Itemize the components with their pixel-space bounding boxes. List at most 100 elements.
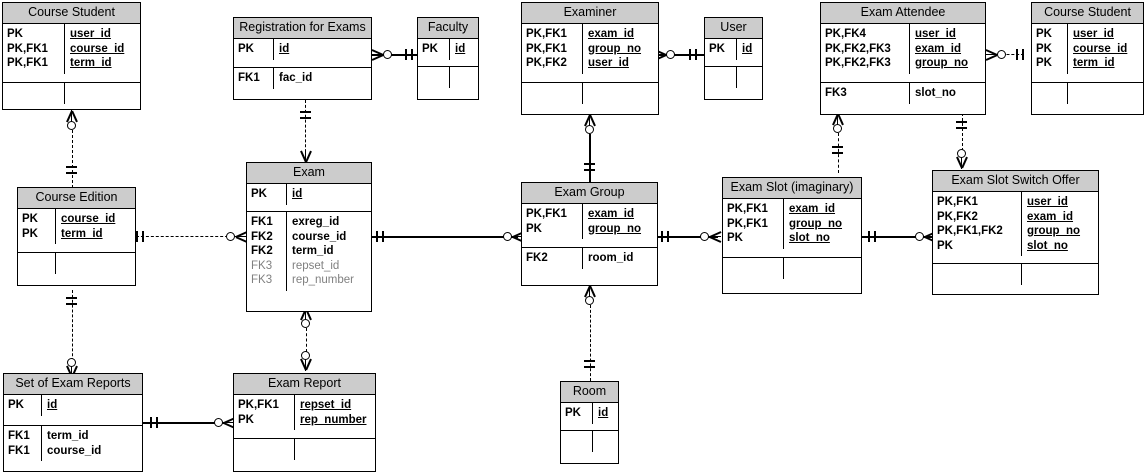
entity-exam-group[interactable]: Exam Group PK,FK1 PK exam_id group_no FK…	[521, 182, 658, 286]
optional-circle-exam-group-left	[503, 232, 512, 241]
link-registration-exam	[305, 100, 306, 162]
entity-exam-report[interactable]: Exam Report PK,FK1 PK repset_id rep_numb…	[233, 373, 376, 472]
optional-circle-exam-left	[226, 232, 235, 241]
key-column: PK,FK1 PK,FK1 PK,FK2	[522, 24, 583, 74]
key-column: FK1	[234, 68, 274, 89]
attribute-column	[737, 67, 762, 87]
entity-key-section: PK PK,FK1 PK,FK1 user_id course_id term_…	[3, 24, 140, 82]
attribute-cell: repset_id	[292, 259, 340, 272]
one-tick-course-edition-right-b	[142, 231, 144, 242]
one-tick-attendee-slot-a	[956, 121, 967, 123]
attribute-cell: exam_id	[789, 203, 836, 216]
entity-key-section: PK,FK1 PK,FK1 PK,FK2 exam_id group_no us…	[522, 24, 658, 82]
entity-title: Faculty	[418, 18, 478, 40]
entity-exam[interactable]: Exam PK id FK1 FK2 FK2 FK3 FK3 exreg_id …	[246, 162, 372, 312]
entity-nonkey-section: FK1 FK2 FK2 FK3 FK3 exreg_id course_id t…	[247, 211, 371, 308]
crowfoot-reports-top	[65, 365, 78, 378]
entity-title: Exam Group	[522, 183, 657, 205]
one-tick-attendee-slot-b	[956, 127, 967, 129]
key-cell: PK,FK1	[937, 196, 978, 209]
entity-course-student-right[interactable]: Course Student PK PK PK user_id course_i…	[1031, 2, 1144, 115]
entity-title: Exam Attendee	[821, 3, 985, 25]
link-course-edition-exam	[136, 236, 238, 237]
entity-empty-section	[933, 263, 1098, 291]
optional-circle-exam-group-bottom	[585, 296, 594, 305]
entity-title: Room	[561, 382, 618, 404]
key-column: PK	[247, 184, 287, 205]
key-column: PK PK,FK1 PK,FK1	[3, 24, 65, 74]
entity-title: Course Student	[3, 3, 140, 25]
key-column: PK	[705, 39, 737, 60]
key-cell: PK,FK1	[526, 208, 567, 221]
link-exam-exam-group	[372, 236, 518, 238]
attribute-cell: rep_number	[292, 274, 355, 287]
entity-room[interactable]: Room PK id	[560, 381, 619, 464]
key-column	[18, 253, 56, 274]
entity-examiner[interactable]: Examiner PK,FK1 PK,FK1 PK,FK2 exam_id gr…	[521, 2, 659, 115]
key-cell: PK	[1036, 57, 1052, 70]
one-tick-room-top-b	[584, 366, 595, 368]
entity-set-of-exam-reports[interactable]: Set of Exam Reports PK id FK1 FK1 term_i…	[3, 373, 143, 472]
attribute-cell: id	[742, 43, 753, 56]
optional-circle-switch-offer-top	[957, 149, 966, 158]
key-cell: PK,FK1	[526, 28, 567, 41]
key-cell: PK,FK1	[7, 42, 48, 55]
key-column	[723, 258, 784, 279]
attribute-column: room_id	[583, 248, 657, 268]
one-tick-exam-group-right-b	[667, 231, 669, 242]
one-tick-faculty-left-b	[411, 49, 413, 60]
one-tick-exam-group-right-a	[661, 231, 663, 242]
key-cell: PK	[1036, 28, 1052, 41]
attribute-cell: user_id	[915, 28, 956, 41]
attribute-cell: id	[455, 43, 466, 56]
key-cell: FK3	[251, 259, 273, 272]
attribute-cell: room_id	[588, 252, 634, 265]
attribute-cell: group_no	[588, 222, 642, 235]
attribute-column: term_id course_id	[42, 426, 142, 461]
entity-key-section: PK,FK1 PK,FK2 PK,FK1,FK2 PK user_id exam…	[933, 192, 1098, 263]
key-cell: FK2	[526, 252, 548, 265]
key-cell: PK	[709, 43, 725, 56]
entity-title: Course Edition	[18, 188, 135, 210]
attribute-column: slot_no	[910, 83, 985, 103]
key-cell: FK2	[251, 245, 273, 258]
attribute-column: fac_id	[274, 68, 371, 88]
attribute-column	[56, 253, 135, 273]
entity-key-section: PK id	[4, 395, 142, 425]
one-tick-course-edition-top-b	[66, 172, 77, 174]
entity-exam-attendee[interactable]: Exam Attendee PK,FK4 PK,FK2,FK3 PK,FK2,F…	[820, 2, 986, 115]
entity-faculty[interactable]: Faculty PK id	[417, 17, 479, 100]
attribute-column: id	[42, 395, 142, 415]
entity-key-section: PK,FK1 PK exam_id group_no	[522, 204, 657, 247]
entity-title: Exam Report	[234, 374, 375, 396]
entity-exam-slot-switch-offer[interactable]: Exam Slot Switch Offer PK,FK1 PK,FK2 PK,…	[932, 170, 1099, 295]
key-cell: PK,FK1	[7, 57, 48, 70]
key-cell: PK	[8, 399, 24, 412]
entity-course-edition[interactable]: Course Edition PK PK course_id term_id	[17, 187, 136, 286]
key-cell: FK1	[251, 216, 273, 229]
entity-exam-slot[interactable]: Exam Slot (imaginary) PK,FK1 PK,FK1 PK e…	[722, 177, 862, 294]
attribute-cell: group_no	[915, 57, 969, 70]
key-column: FK1 FK1	[4, 426, 42, 462]
entity-course-student-left[interactable]: Course Student PK PK,FK1 PK,FK1 user_id …	[2, 2, 141, 110]
one-tick-course-student-right-b	[1022, 49, 1024, 60]
one-tick-exam-group-top-b	[584, 169, 595, 171]
one-tick-registration-bottom-b	[300, 117, 311, 119]
entity-user[interactable]: User PK id	[704, 17, 763, 100]
entity-registration-for-exams[interactable]: Registration for Exams PK id FK1 fac_id	[233, 17, 372, 100]
key-column: PK	[561, 403, 593, 424]
attribute-cell: course_id	[61, 213, 116, 226]
attribute-cell: slot_no	[789, 232, 830, 245]
entity-key-section: PK,FK1 PK repset_id rep_number	[234, 395, 375, 438]
entity-empty-section	[1032, 82, 1143, 112]
key-column	[522, 83, 583, 104]
attribute-cell: fac_id	[279, 72, 313, 85]
entity-title: Set of Exam Reports	[4, 374, 142, 396]
attribute-column: id	[593, 403, 618, 423]
attribute-cell: group_no	[588, 42, 642, 55]
link-attendee-slot	[961, 113, 963, 151]
key-column	[3, 83, 65, 104]
entity-key-section: PK id	[247, 184, 371, 211]
key-cell: PK,FK2,FK3	[825, 42, 891, 55]
